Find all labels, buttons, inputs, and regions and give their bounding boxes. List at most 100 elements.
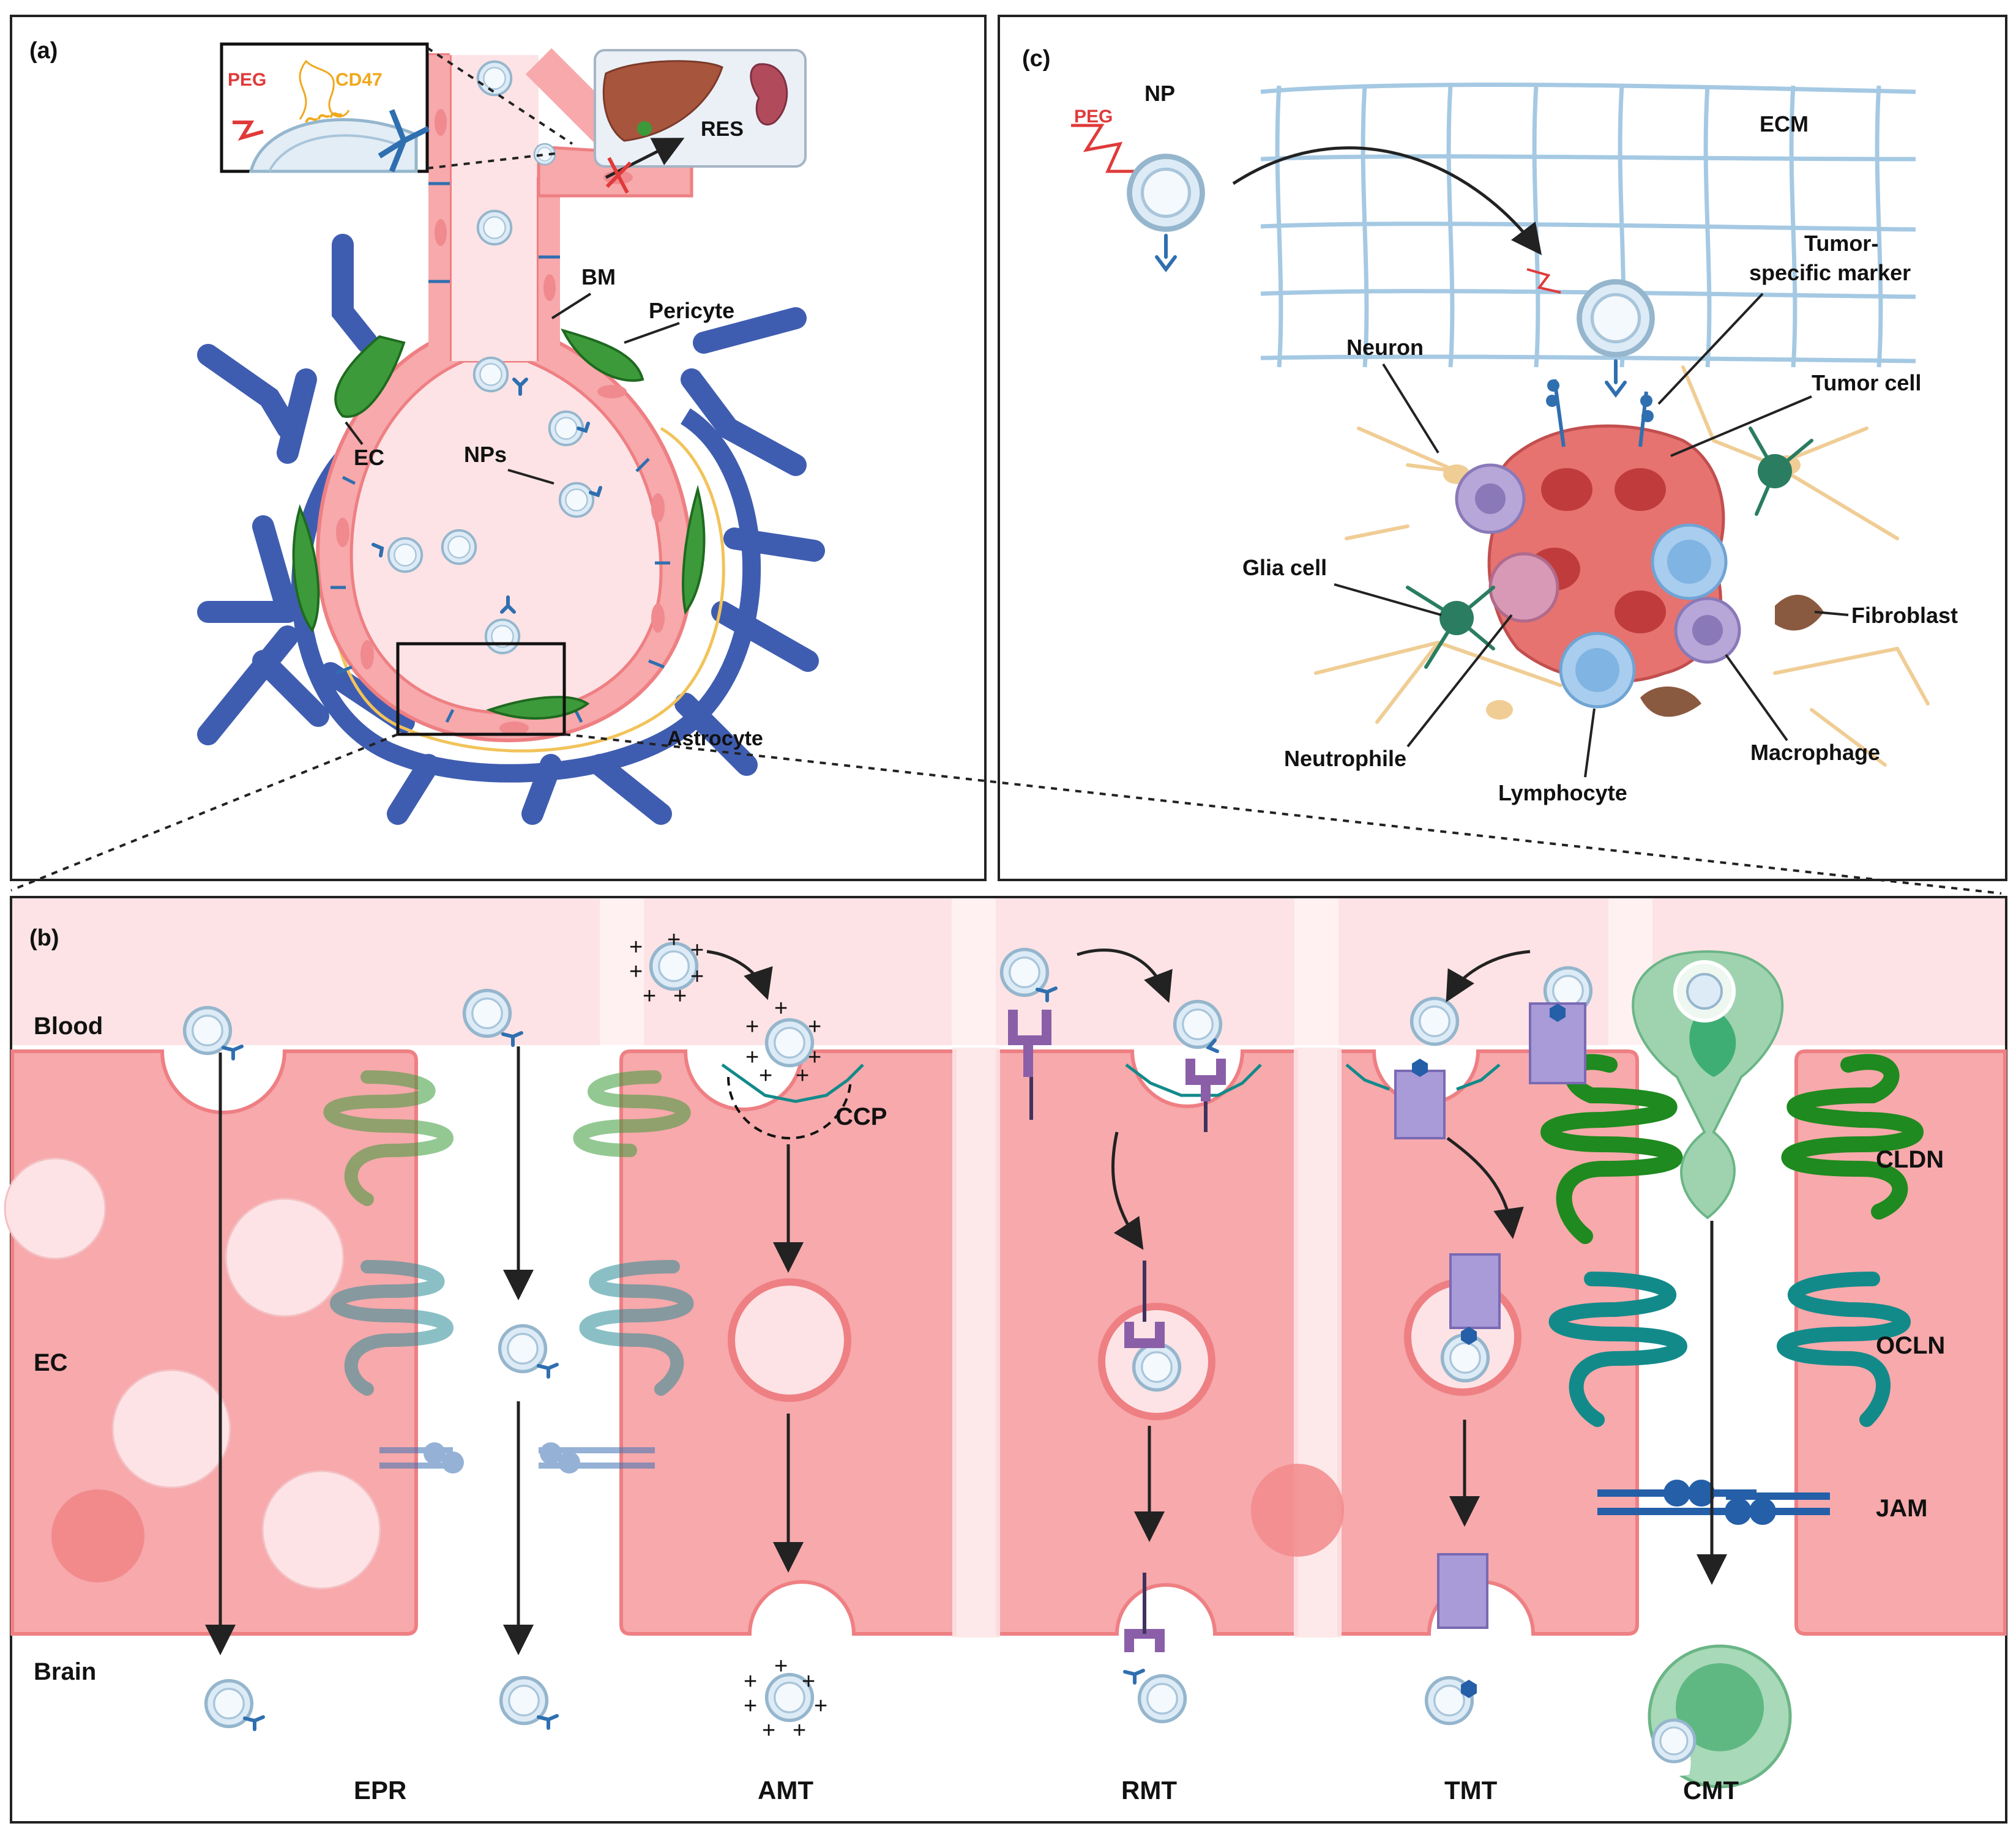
ec-organelle xyxy=(51,1489,144,1582)
cmt-junctions xyxy=(1540,1054,1924,1525)
svg-text:+: + xyxy=(690,964,704,989)
svg-text:+: + xyxy=(759,1063,772,1089)
res-label: RES xyxy=(701,117,744,141)
inset-cd47-label: CD47 xyxy=(335,70,383,90)
clathrin-coats xyxy=(721,1063,1501,1103)
zoom-line-left xyxy=(10,733,398,892)
neuron-label: Neuron xyxy=(1346,335,1424,360)
ec-vesicles xyxy=(4,1157,381,1590)
panel-c: (c) xyxy=(998,15,2007,881)
panel-b-arrows xyxy=(205,948,1727,1655)
ecm-mesh xyxy=(1260,82,1916,368)
svg-text:+: + xyxy=(762,1718,775,1743)
np-antibody xyxy=(1155,234,1177,272)
np-label: NP xyxy=(1144,81,1175,106)
ec-organelle-2 xyxy=(1251,1464,1344,1557)
zoom-region xyxy=(396,642,566,736)
svg-text:+: + xyxy=(745,1045,759,1070)
panel-c-peg-label: PEG xyxy=(1074,106,1113,127)
svg-text:+: + xyxy=(629,959,643,985)
liver-icon xyxy=(602,60,723,142)
svg-text:+: + xyxy=(808,1045,821,1070)
ccp-negative-ring xyxy=(727,1076,852,1139)
panel-a-label: (a) xyxy=(29,38,58,64)
nps-label: NPs xyxy=(464,442,507,467)
blood-label: Blood xyxy=(34,1013,103,1040)
astrocyte-label: Astrocyte xyxy=(667,727,763,750)
ccp-label: CCP xyxy=(835,1103,887,1130)
targeting-arrow xyxy=(1232,146,1542,255)
np-free xyxy=(1130,157,1203,229)
cd47-peg-inset: PEG CD47 xyxy=(220,42,430,173)
zoom-line-right xyxy=(564,733,2002,895)
svg-text:+: + xyxy=(745,1014,759,1040)
mechanism-epr-label: EPR xyxy=(354,1776,406,1805)
marker-label-line1: Tumor- xyxy=(1804,231,1878,256)
svg-text:+: + xyxy=(673,983,687,1009)
svg-text:+: + xyxy=(774,996,788,1021)
tumor-markers xyxy=(1546,379,1654,447)
peg-chain xyxy=(1071,124,1138,173)
jam-label: JAM xyxy=(1876,1495,1927,1522)
mechanism-rmt-label: RMT xyxy=(1121,1776,1177,1805)
ec-label: EC xyxy=(354,445,384,470)
svg-text:+: + xyxy=(744,1669,757,1694)
blocked-cross xyxy=(605,157,632,194)
svg-text:+: + xyxy=(796,1063,809,1089)
brain-label: Brain xyxy=(34,1658,96,1685)
mechanism-tmt-label: TMT xyxy=(1444,1776,1498,1805)
transporters xyxy=(1394,1002,1586,1629)
epr-junctions xyxy=(323,1070,694,1474)
res-inset: RES xyxy=(594,49,807,168)
svg-text:+: + xyxy=(643,983,656,1009)
transported-cargo xyxy=(1412,1004,1566,1698)
amt-vesicle xyxy=(728,1278,851,1402)
fibroblast-cell-2 xyxy=(1640,686,1701,717)
svg-text:+: + xyxy=(808,1014,821,1040)
glia-cells xyxy=(1406,427,1813,669)
panel-a-frame xyxy=(10,15,987,881)
inset-leader-bottom xyxy=(427,152,561,170)
fibroblast-label: Fibroblast xyxy=(1851,603,1958,628)
svg-text:+: + xyxy=(802,1669,815,1694)
panel-a: PEG CD47 RES (a) BM Pericyte EC NPs Astr… xyxy=(10,15,2002,895)
inset-leader-top xyxy=(426,47,573,145)
fibroblast-cell xyxy=(1775,594,1824,631)
pericyte-label: Pericyte xyxy=(649,298,734,323)
svg-text:+: + xyxy=(774,1653,788,1679)
bm-label: BM xyxy=(581,264,616,289)
ec-side-label: EC xyxy=(34,1349,68,1376)
np-bound xyxy=(1580,282,1652,355)
svg-text:+: + xyxy=(690,937,704,963)
panel-c-frame xyxy=(998,15,2007,881)
panel-c-label: (c) xyxy=(1022,46,1050,72)
astrocyte-network xyxy=(197,234,825,825)
ecm-label: ECM xyxy=(1760,111,1809,136)
neutrophile-label: Neutrophile xyxy=(1284,746,1406,771)
tumor-cell-label: Tumor cell xyxy=(1812,370,1921,395)
marker-label-line2: specific marker xyxy=(1749,260,1911,285)
glia-label: Glia cell xyxy=(1242,555,1327,580)
panel-b-label: (b) xyxy=(29,925,59,951)
np-bound-antibody xyxy=(1605,359,1627,398)
nanoparticles xyxy=(371,60,602,655)
panel-b-nanoparticles xyxy=(185,944,1591,1731)
svg-text:+: + xyxy=(814,1693,827,1719)
neutrophile-cell xyxy=(1488,552,1559,623)
ocln-label: OCLN xyxy=(1876,1332,1945,1359)
lymphocyte-label: Lymphocyte xyxy=(1498,780,1627,805)
svg-text:+: + xyxy=(629,934,643,960)
mechanism-cmt-label: CMT xyxy=(1683,1776,1739,1805)
pericytes xyxy=(292,328,706,720)
spleen-icon xyxy=(750,63,788,126)
svg-text:+: + xyxy=(744,1693,757,1719)
inset-peg-label: PEG xyxy=(228,70,266,90)
mechanism-amt-label: AMT xyxy=(758,1776,813,1805)
svg-text:+: + xyxy=(667,927,681,953)
neurons xyxy=(1314,365,1930,767)
panel-b: +++ ++++ +++ ++++ ++++ ++++ +++ ++++ xyxy=(4,896,2007,1824)
peg-chain-bound xyxy=(1526,268,1561,294)
receptors xyxy=(1008,1010,1226,1652)
cmt-cell xyxy=(1632,950,1792,1789)
